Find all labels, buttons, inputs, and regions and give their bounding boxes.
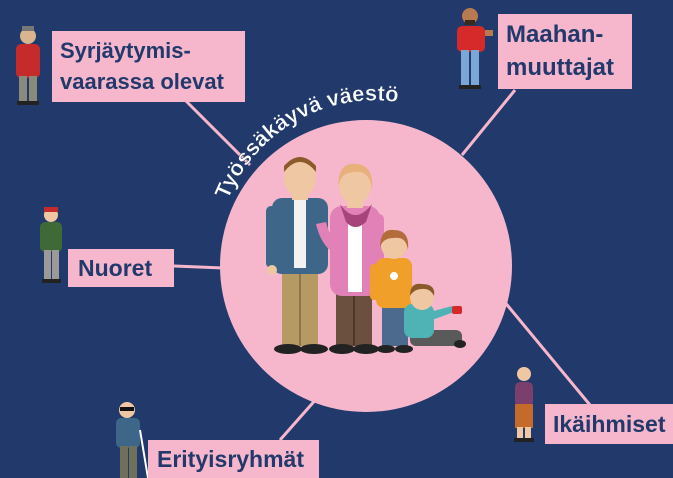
label-elderly: Ikäihmiset <box>545 404 673 444</box>
family-illustration <box>266 157 466 354</box>
label-at-risk-line2: vaarassa olevat <box>60 69 224 94</box>
special-needs-person-icon <box>116 402 149 478</box>
label-special-groups-text: Erityisryhmät <box>157 446 305 472</box>
immigrant-person-icon <box>457 8 493 89</box>
label-at-risk-of-exclusion: Syrjäytymis- vaarassa olevat <box>52 31 245 102</box>
connector-bottom-right <box>501 299 592 406</box>
excluded-person-icon <box>16 26 40 105</box>
label-special-groups: Erityisryhmät <box>148 440 319 478</box>
girl-figure <box>370 229 413 353</box>
connector-lines <box>173 89 592 441</box>
connector-top-right <box>460 89 517 156</box>
mother-figure <box>316 163 384 354</box>
label-immigrants-line2: muuttajat <box>506 54 614 81</box>
label-at-risk-line1: Syrjäytymis- <box>60 38 191 63</box>
father-figure <box>266 157 328 354</box>
elderly-person-icon <box>514 367 534 442</box>
label-immigrants: Maahan- muuttajat <box>498 14 632 89</box>
boy-figure <box>404 283 466 348</box>
label-youth: Nuoret <box>68 249 174 287</box>
label-youth-text: Nuoret <box>78 255 153 281</box>
connector-bottom-left <box>278 396 320 441</box>
youth-person-icon <box>40 207 62 283</box>
connector-top-left <box>183 98 252 167</box>
label-elderly-text: Ikäihmiset <box>553 411 666 437</box>
label-immigrants-line1: Maahan- <box>506 21 604 48</box>
connector-left <box>173 264 224 270</box>
